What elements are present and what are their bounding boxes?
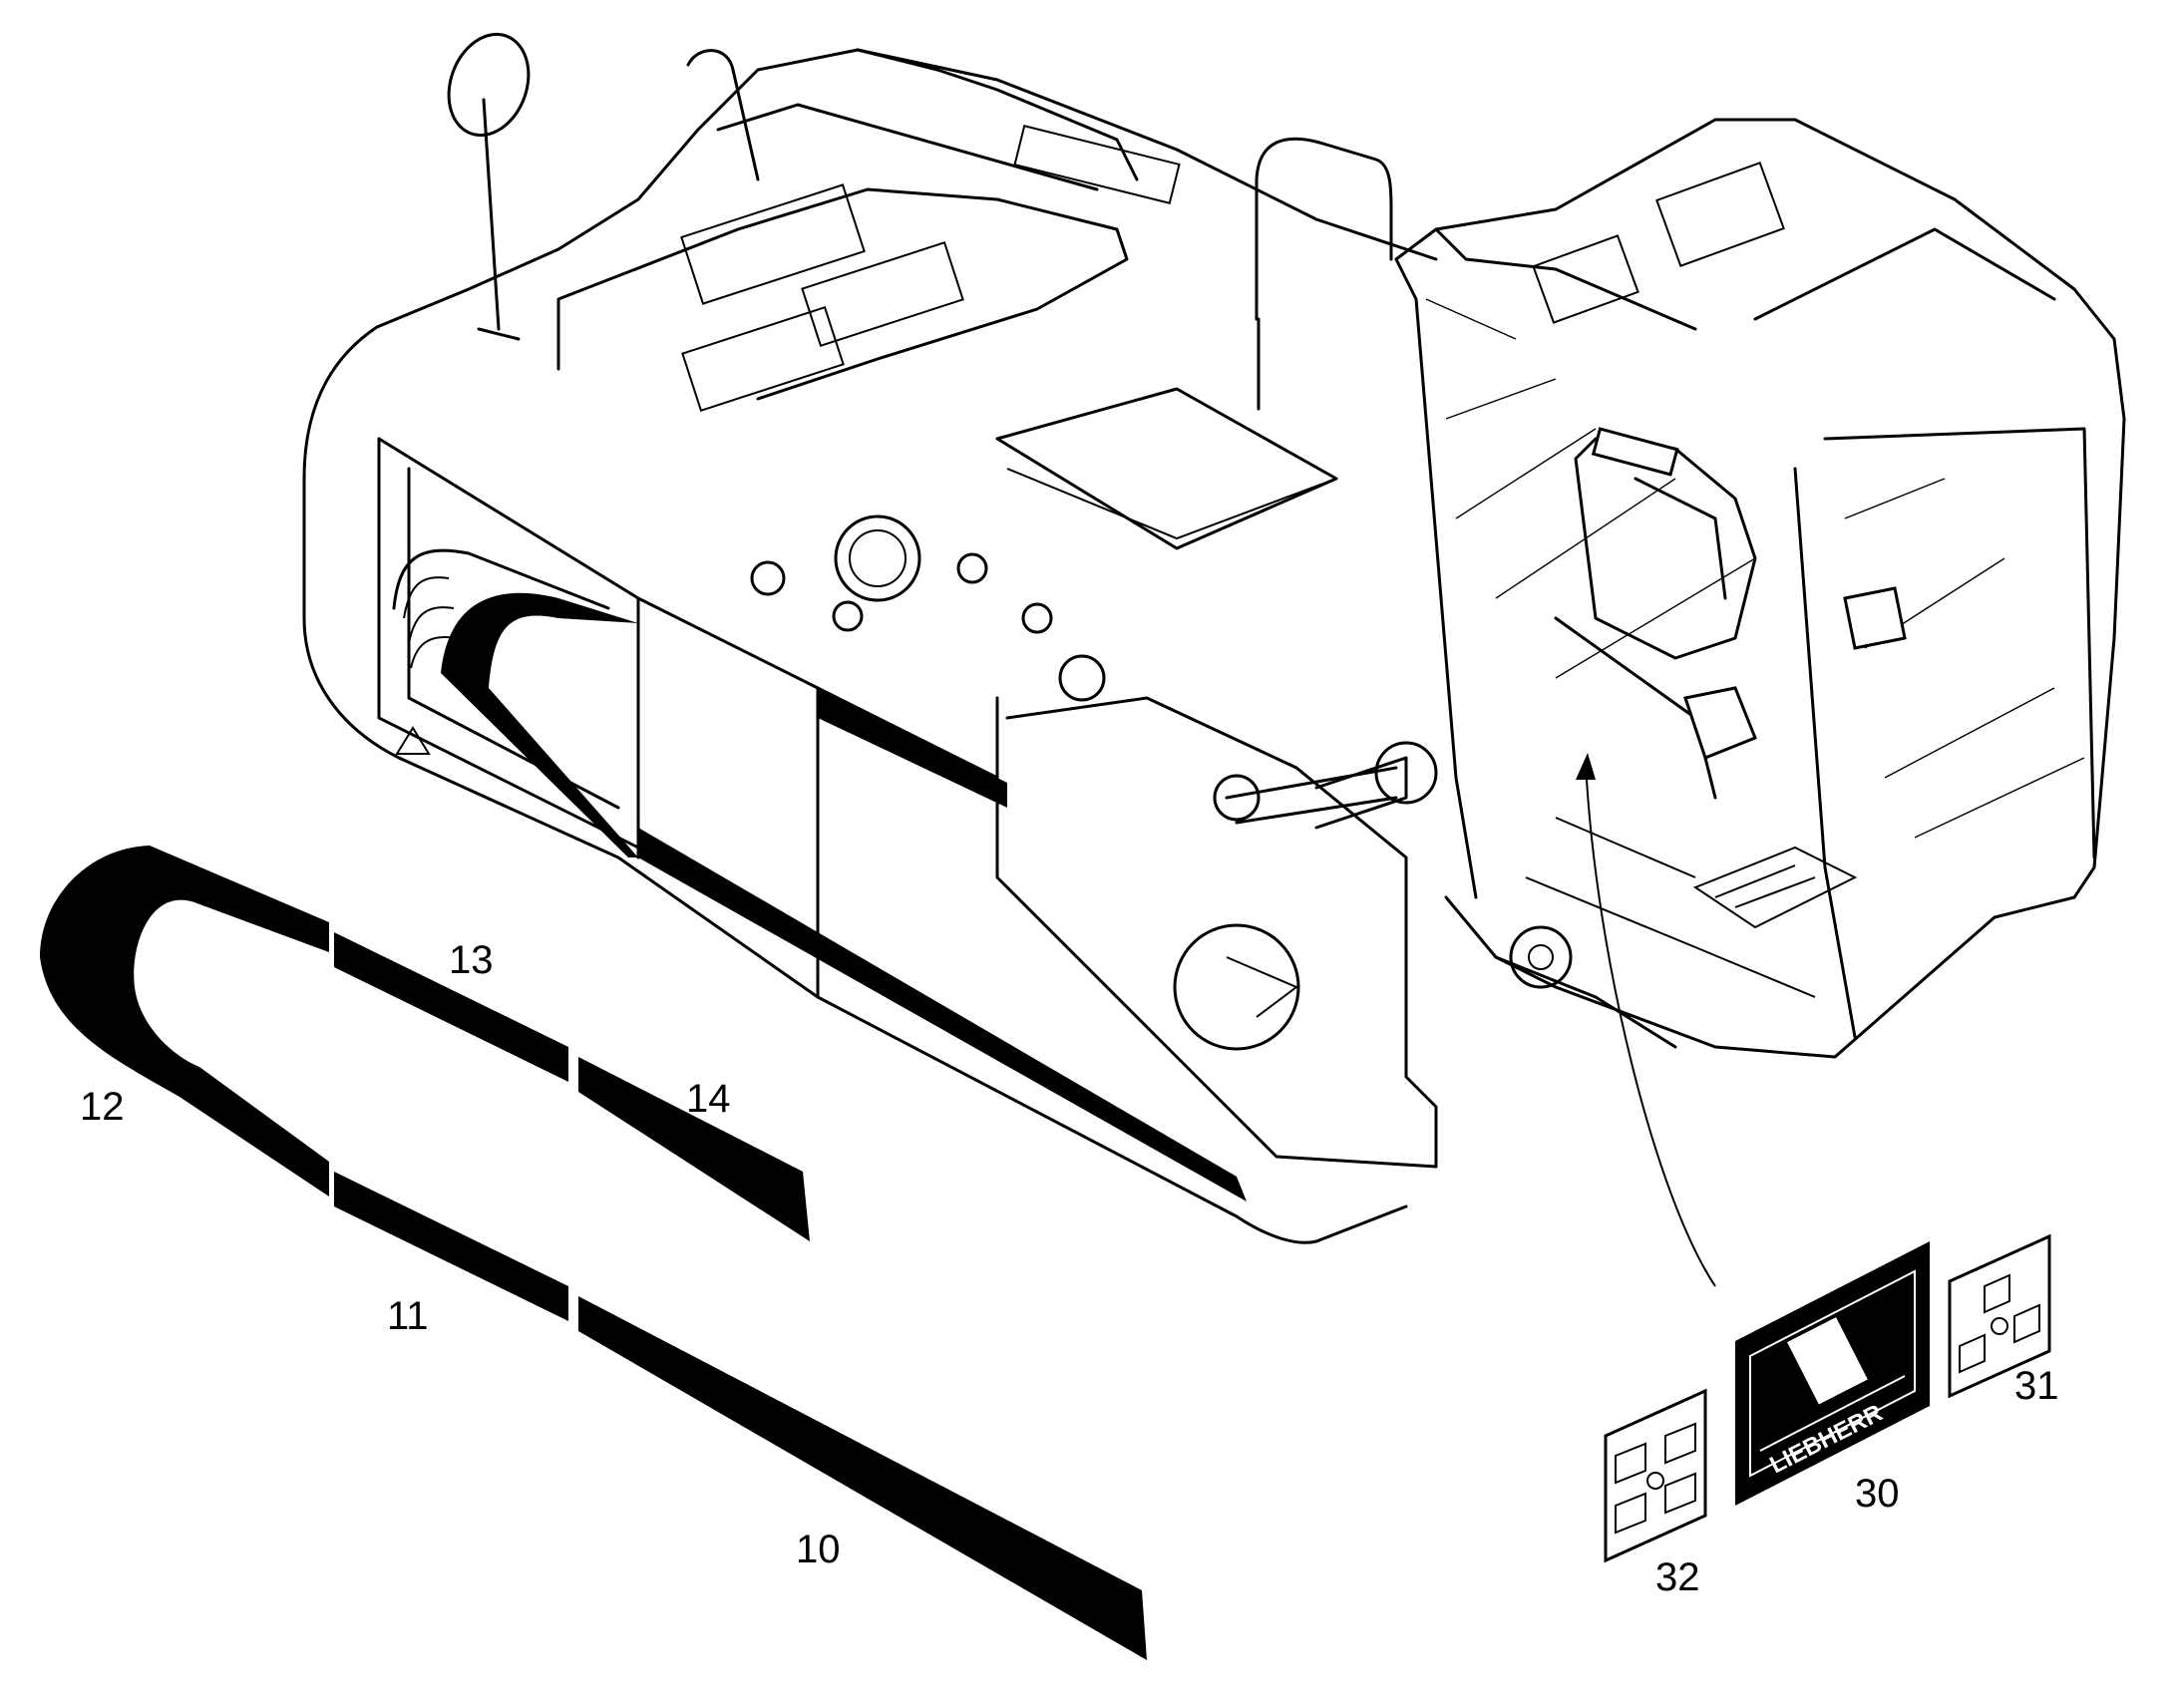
callout-11: 11 bbox=[387, 1294, 429, 1338]
callout-14: 14 bbox=[686, 1077, 731, 1121]
operator-cab bbox=[1394, 118, 2126, 1059]
decal-10 bbox=[578, 1296, 1147, 1660]
decal-31 bbox=[1948, 1233, 2051, 1399]
mirror bbox=[447, 32, 531, 341]
decal-12 bbox=[40, 846, 329, 1196]
operator-seat bbox=[1574, 427, 1757, 660]
callout-12: 12 bbox=[80, 1085, 125, 1129]
callout-30: 30 bbox=[1855, 1472, 1900, 1516]
leader-arrow-icon bbox=[1576, 753, 1596, 780]
decal-32 bbox=[1604, 1388, 1707, 1563]
leader-line bbox=[1585, 762, 1716, 1287]
decal-11 bbox=[334, 1172, 568, 1321]
excavator-upper-carriage bbox=[302, 32, 1438, 1244]
hood-vents bbox=[680, 125, 1181, 412]
decal-13 bbox=[334, 932, 568, 1082]
stripe-decals bbox=[40, 846, 1147, 1660]
fuel-cap-icon bbox=[834, 514, 921, 602]
callout-31: 31 bbox=[2014, 1364, 2059, 1408]
machine-stripe bbox=[441, 592, 1247, 1201]
decal-30: LIEBHERR bbox=[1735, 1241, 1930, 1506]
pivot-plate bbox=[1173, 923, 1300, 1051]
warning-triangle-icon bbox=[395, 726, 431, 755]
decal-14 bbox=[578, 1057, 810, 1241]
callout-10: 10 bbox=[796, 1528, 841, 1571]
callout-32: 32 bbox=[1655, 1555, 1700, 1599]
callout-13: 13 bbox=[449, 938, 494, 982]
radiator-grille bbox=[392, 548, 610, 669]
